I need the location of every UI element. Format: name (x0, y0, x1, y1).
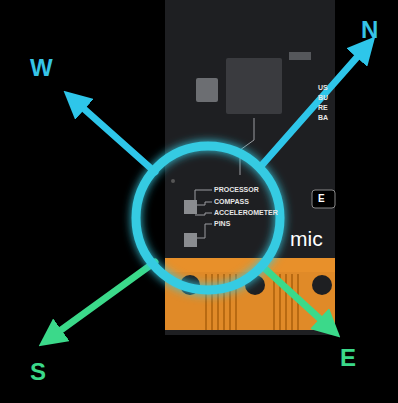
accelerometer-chip (184, 233, 197, 247)
compass-letter: N (361, 18, 378, 42)
compass-letter: S (30, 360, 46, 384)
highlight-ring (136, 146, 280, 290)
chip (196, 78, 218, 102)
board-label: E (318, 194, 325, 204)
compass-chip (184, 200, 197, 214)
board-label: US (318, 84, 328, 91)
logo-text: mic (290, 228, 323, 249)
hole (171, 179, 175, 183)
board-label: BU (318, 94, 328, 101)
badge (312, 190, 335, 208)
compass-arrows (50, 47, 366, 338)
part-label: PROCESSOR (214, 186, 259, 193)
compass-letter: E (340, 346, 356, 370)
board-label: RE (318, 104, 328, 111)
board-label: BA (318, 114, 328, 121)
processor-chip (226, 58, 282, 114)
traces (195, 118, 254, 238)
compass-letter: W (30, 56, 53, 80)
part-label: PINS (214, 220, 230, 227)
edge-connector (165, 258, 335, 272)
component (289, 52, 311, 60)
part-label: ACCELEROMETER (214, 209, 278, 216)
part-label: COMPASS (214, 198, 249, 205)
